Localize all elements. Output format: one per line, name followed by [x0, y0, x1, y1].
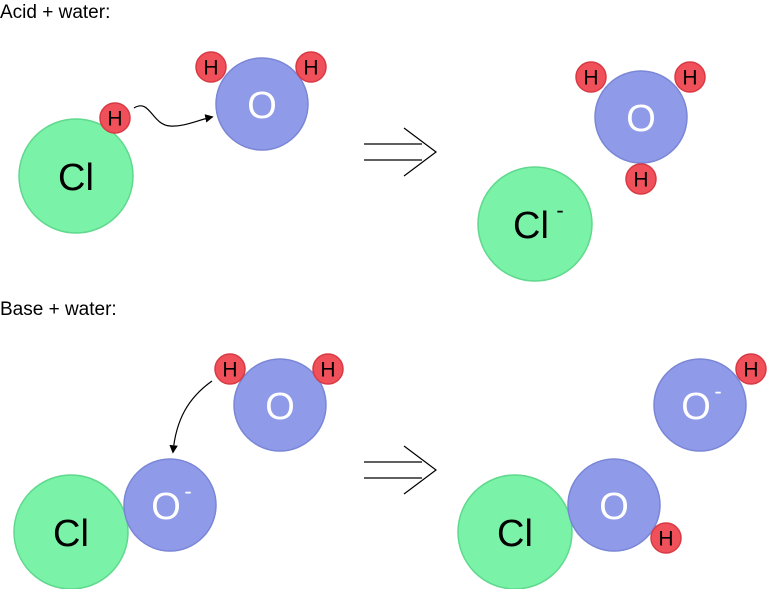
chloride-ion [477, 166, 593, 282]
base-reactant-water: O H H [214, 353, 344, 452]
oxygen-atom [215, 57, 309, 151]
hydrogen-label: H [583, 67, 598, 90]
chlorine-atom [18, 118, 134, 234]
chloride-charge: - [556, 198, 563, 223]
hydrogen-label: H [743, 359, 758, 382]
acid-product-chloride: Cl - [477, 166, 593, 282]
acid-section-title: Acid + water: [0, 2, 110, 23]
hydrogen-label: H [203, 57, 218, 80]
chlorine-label: Cl [58, 157, 94, 199]
oxygen-label: O [247, 85, 277, 127]
hydrogen-atom [195, 51, 227, 83]
acid-reaction-arrow [364, 127, 437, 177]
hydrogen-atom [214, 353, 246, 385]
hydrogen-atom [312, 353, 344, 385]
oxygen-atom [233, 358, 327, 452]
hydrogen-atom [575, 61, 607, 93]
hydrogen-atom [295, 51, 327, 83]
chlorine-label: Cl [497, 513, 533, 555]
chlorine-atom [457, 474, 573, 589]
oxide-label: O [151, 486, 181, 528]
base-section-title: Base + water: [0, 299, 117, 320]
acid-reactant-water: O H H [195, 51, 327, 151]
hydrogen-atom [650, 522, 682, 554]
hydrogen-atom [674, 61, 706, 93]
hydroxide-label: O [681, 386, 711, 428]
chlorine-atom [13, 474, 129, 589]
hydrogen-label: H [107, 108, 122, 131]
oxygen-label: O [626, 98, 656, 140]
hydrogen-label: H [303, 57, 318, 80]
hydrogen-label: H [222, 359, 237, 382]
oxygen-atom [567, 458, 661, 552]
base-product-hclo: Cl O H [457, 458, 682, 589]
hydrogen-atom [625, 163, 657, 195]
hydrogen-label: H [320, 359, 335, 382]
hydrogen-atom [735, 353, 767, 385]
acid-reactant-hcl: Cl H [18, 102, 134, 234]
hydroxide-oxygen [653, 358, 747, 452]
chloride-label: Cl [513, 205, 549, 247]
hydrogen-label: H [682, 67, 697, 90]
hydrogen-label: H [658, 528, 673, 551]
chlorine-label: Cl [53, 513, 89, 555]
acid-product-hydronium: O H H H [575, 61, 706, 195]
hydroxide-charge: - [714, 379, 721, 404]
oxygen-label: O [599, 486, 629, 528]
base-reactant-clo: Cl O - [13, 458, 217, 589]
oxygen-label: O [265, 386, 295, 428]
hydrogen-atom [99, 102, 131, 134]
base-reaction-arrow [364, 445, 437, 495]
proton-transfer-arrow [133, 105, 214, 127]
hydrogen-label: H [633, 169, 648, 192]
oxygen-atom [594, 70, 688, 164]
proton-transfer-arrow [169, 380, 213, 454]
oxide-ion [123, 458, 217, 552]
oxide-charge: - [184, 479, 191, 504]
base-product-hydroxide: O - H [653, 353, 767, 452]
